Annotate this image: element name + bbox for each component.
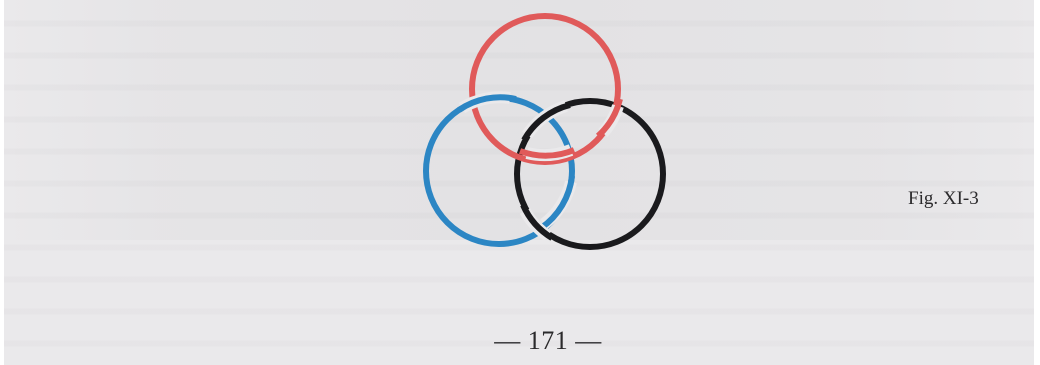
crossing-blue-over-red	[459, 97, 516, 110]
crossing-red-over-blue	[520, 150, 574, 156]
figure-caption: Fig. XI-3	[908, 188, 979, 210]
red-ring	[472, 16, 618, 162]
crossing-blue-over-black	[541, 176, 572, 228]
page-number: — 171 —	[468, 326, 628, 356]
